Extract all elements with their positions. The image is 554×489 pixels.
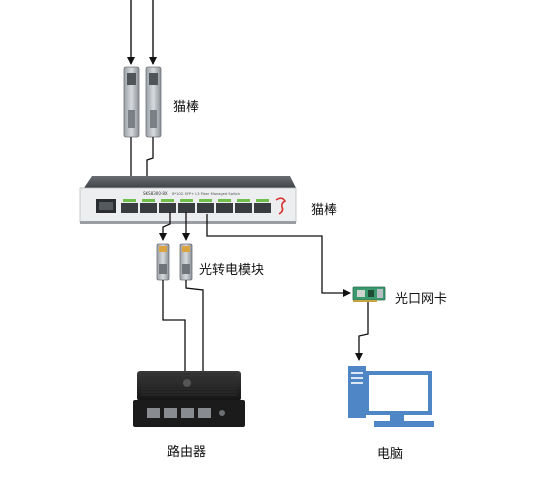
- line-switch-to-converter-1: [159, 212, 171, 241]
- label-nic: 光口网卡: [395, 292, 448, 307]
- line-nic-to-pc: [355, 302, 369, 361]
- converter-module-1: [156, 243, 170, 281]
- label-sfp-right: 猫棒: [311, 203, 338, 218]
- switch-sfp-ports: [121, 199, 271, 213]
- label-pc: 电脑: [377, 447, 404, 462]
- switch-device: SKS8300-8X 8*10G SFP+ L3 Fiber Managed S…: [79, 176, 297, 224]
- label-router: 路由器: [167, 445, 207, 460]
- pc-computer-icon: [348, 366, 434, 427]
- line-converter-to-router-2: [185, 280, 204, 400]
- sfp-module-top-1: [123, 66, 140, 138]
- brand-logo-icon: [275, 197, 287, 215]
- label-sfp-top: 猫棒: [173, 100, 200, 115]
- router-device: [133, 371, 245, 427]
- sfp-module-top-2: [145, 66, 162, 138]
- label-converter: 光转电模块: [199, 263, 265, 278]
- line-switch-to-nic: [206, 214, 351, 297]
- converter-module-2: [179, 243, 193, 281]
- line-converter-to-router-1: [162, 280, 186, 400]
- switch-model-text: SKS8300-8X: [143, 191, 168, 196]
- nic-card: [352, 286, 386, 302]
- switch-description-text: 8*10G SFP+ L3 Fiber Managed Switch: [172, 192, 240, 196]
